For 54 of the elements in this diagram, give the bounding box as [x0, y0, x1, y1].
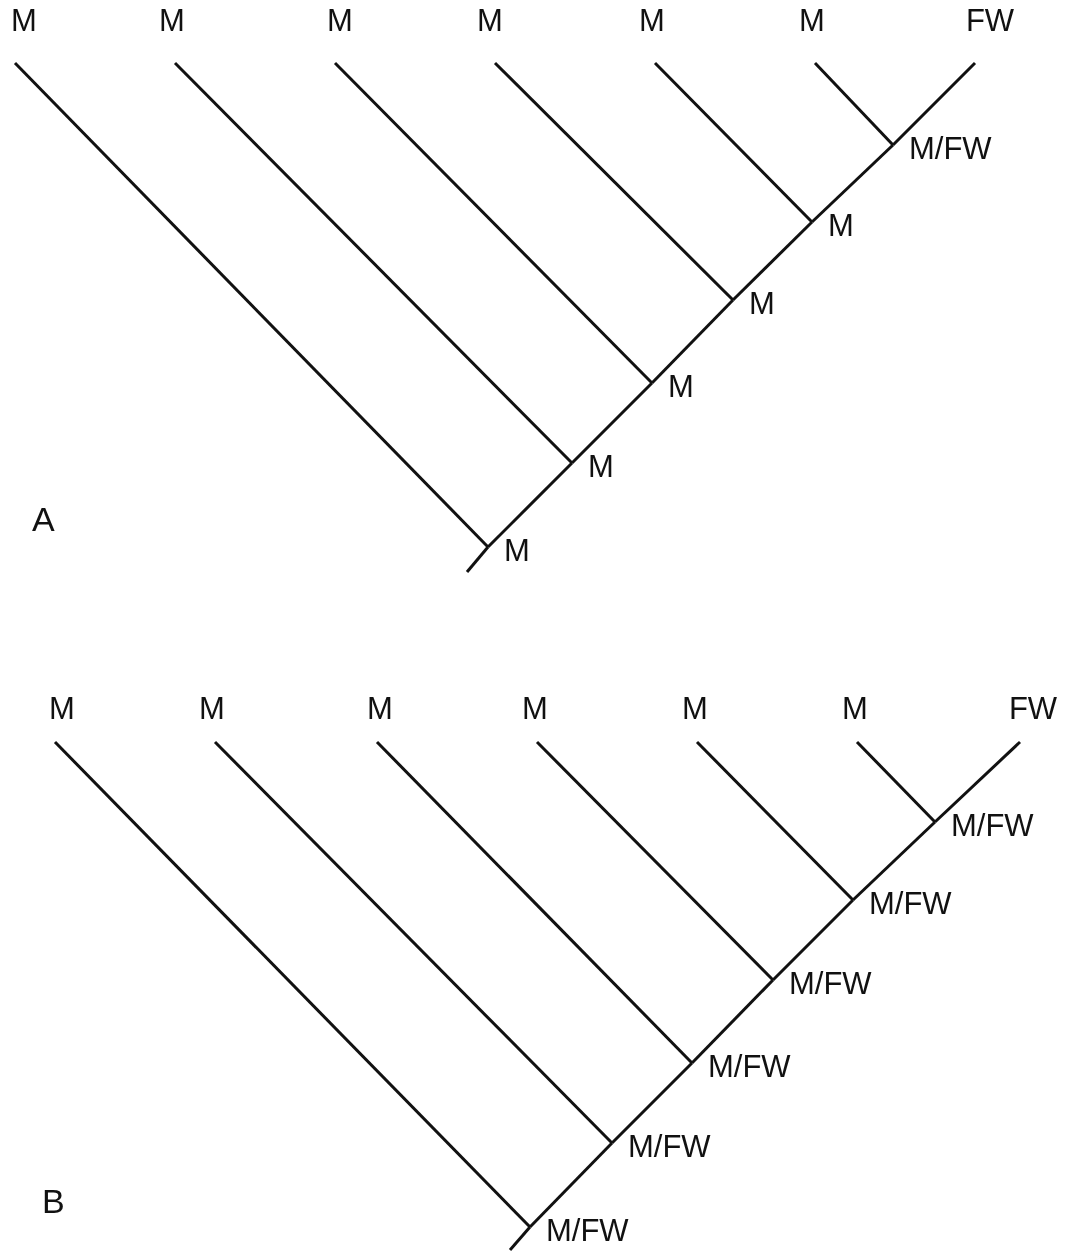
branch-line — [508, 1226, 532, 1251]
branch-line — [528, 1141, 614, 1229]
branch-line — [333, 61, 654, 385]
clade-label: M — [749, 287, 775, 321]
branch-line — [570, 381, 654, 465]
clade-label: M — [49, 692, 75, 726]
clade-label: M/FW — [628, 1130, 711, 1164]
branch-line — [465, 546, 490, 573]
branch-line — [813, 61, 895, 147]
branch-line — [610, 1061, 694, 1145]
branch-line — [690, 978, 775, 1065]
branch-line — [493, 61, 735, 302]
branch-line — [695, 740, 855, 902]
clade-label: M — [682, 692, 708, 726]
branch-line — [213, 740, 614, 1145]
clade-label: M — [477, 4, 503, 38]
clade-label: M/FW — [909, 132, 992, 166]
clade-label: M — [159, 4, 185, 38]
clade-label: M/FW — [869, 887, 952, 921]
clade-label: M/FW — [951, 809, 1034, 843]
branch-line — [375, 740, 694, 1065]
clade-label: FW — [1008, 692, 1058, 726]
branch-line — [650, 298, 735, 385]
clade-label: M/FW — [546, 1214, 629, 1248]
clade-label: FW — [965, 4, 1015, 38]
clade-label: M — [842, 692, 868, 726]
clade-label: M — [504, 534, 530, 568]
clade-label: M — [11, 4, 37, 38]
branch-line — [810, 143, 895, 224]
panel-letter: B — [42, 1182, 65, 1221]
clade-label: M — [199, 692, 225, 726]
branch-line — [653, 61, 814, 224]
branch-line — [535, 740, 775, 982]
branch-line — [731, 220, 814, 302]
clade-label: M — [799, 4, 825, 38]
clade-label: M — [639, 4, 665, 38]
clade-label: M — [367, 692, 393, 726]
branch-line — [53, 740, 532, 1229]
branch-line — [855, 740, 937, 824]
clade-label: M/FW — [789, 967, 872, 1001]
branch-line — [851, 820, 937, 902]
branch-line — [891, 61, 977, 147]
clade-label: M — [327, 4, 353, 38]
clade-label: M — [522, 692, 548, 726]
branch-line — [933, 740, 1022, 824]
clade-label: M — [668, 370, 694, 404]
branch-line — [486, 461, 574, 549]
clade-label: M — [828, 209, 854, 243]
clade-label: M/FW — [708, 1050, 791, 1084]
panel-letter: A — [32, 500, 55, 539]
branch-line — [173, 61, 574, 465]
branch-line — [13, 61, 490, 549]
clade-label: M — [588, 450, 614, 484]
branch-line — [771, 898, 855, 982]
